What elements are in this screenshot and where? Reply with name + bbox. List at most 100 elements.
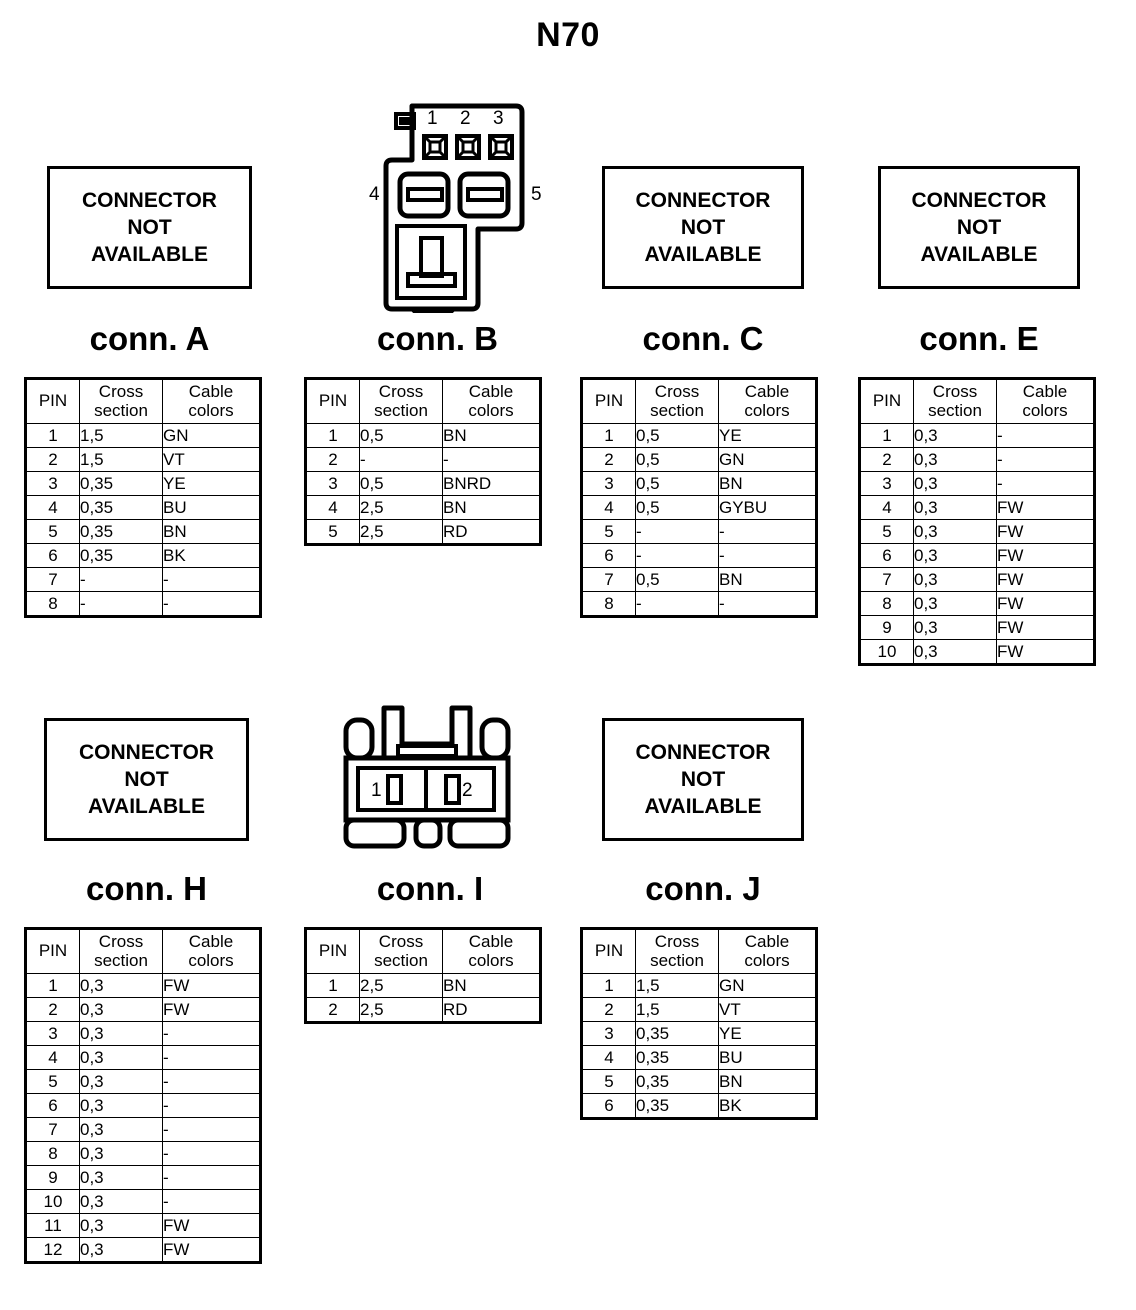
cross-section-cell: 0,35 (79, 519, 163, 545)
cable-colors-cell: FW (996, 543, 1095, 569)
cable-colors-cell: BN (718, 567, 817, 593)
cable-colors-cell: FW (162, 997, 261, 1023)
page-title: N70 (536, 16, 600, 54)
cable-colors-cell: - (162, 1069, 261, 1095)
table-header-row: PIN Cross section Cable colors (305, 377, 541, 425)
header-cable-colors-line2: colors (468, 400, 514, 420)
pin-cell: 2 (581, 997, 636, 1023)
cross-section-cell: 0,3 (913, 567, 997, 593)
cross-section-cell: 0,35 (635, 1069, 719, 1095)
cross-section-cell: - (635, 543, 719, 569)
connector-label-i: conn. I (376, 870, 484, 907)
header-cable-colors: Cable colors (162, 377, 261, 425)
table-row: 2-- (305, 447, 541, 473)
cable-colors-cell: BU (718, 1045, 817, 1071)
connector-i-pin-2: 2 (462, 780, 473, 801)
cross-section-cell: 0,3 (79, 1021, 163, 1047)
header-cross-section: Cross section (635, 927, 719, 975)
cross-section-cell: 0,35 (79, 495, 163, 521)
pin-cell: 7 (859, 567, 914, 593)
cna-line-1: CONNECTOR (635, 740, 771, 764)
cross-section-cell: 1,5 (635, 973, 719, 999)
cross-section-cell: 0,3 (79, 973, 163, 999)
cross-section-cell: 2,5 (359, 495, 443, 521)
header-cross-section-line1: Cross (654, 932, 700, 951)
connector-i-drawing: 1 2 (340, 702, 520, 862)
cross-section-cell: 0,3 (913, 471, 997, 497)
header-cable-colors-line1: Cable (744, 932, 790, 951)
header-cable-colors: Cable colors (442, 927, 541, 975)
pin-cell: 2 (305, 447, 360, 473)
table-header-row: PIN Cross section Cable colors (25, 927, 261, 975)
header-cross-section-line1: Cross (98, 932, 144, 951)
pin-cell: 4 (25, 1045, 80, 1071)
cable-colors-cell: BN (718, 1069, 817, 1095)
cable-colors-cell: BK (162, 543, 261, 569)
cable-colors-cell: RD (442, 519, 541, 546)
cross-section-cell: 0,5 (635, 471, 719, 497)
pin-cell: 1 (581, 423, 636, 449)
cna-line-2: NOT (680, 215, 726, 239)
cable-colors-cell: - (718, 591, 817, 618)
cross-section-cell: 1,5 (635, 997, 719, 1023)
header-cable-colors-line2: colors (468, 950, 514, 970)
cable-colors-cell: BN (442, 973, 541, 999)
header-cable-colors-line2: colors (188, 950, 234, 970)
cable-colors-cell: BN (162, 519, 261, 545)
pin-cell: 3 (305, 471, 360, 497)
pin-cell: 3 (25, 471, 80, 497)
cross-section-cell: 0,35 (79, 543, 163, 569)
header-cable-colors: Cable colors (442, 377, 541, 425)
cna-line-2: NOT (127, 215, 172, 239)
pin-cell: 5 (581, 1069, 636, 1095)
cross-section-cell: 1,5 (79, 423, 163, 449)
cable-colors-cell: - (996, 423, 1095, 449)
cable-colors-cell: YE (162, 471, 261, 497)
pin-cell: 9 (25, 1165, 80, 1191)
pin-cell: 2 (25, 997, 80, 1023)
cable-colors-cell: BN (718, 471, 817, 497)
cable-colors-cell: RD (442, 997, 541, 1024)
header-pin: PIN (859, 377, 914, 425)
cna-line-1: CONNECTOR (911, 188, 1047, 212)
header-pin: PIN (581, 377, 636, 425)
connector-b-pin-4: 4 (369, 184, 380, 205)
pin-cell: 5 (25, 519, 80, 545)
cross-section-cell: 0,3 (913, 423, 997, 449)
cable-colors-cell: - (162, 591, 261, 618)
pin-cell: 3 (581, 1021, 636, 1047)
cross-section-cell: 0,3 (913, 615, 997, 641)
pin-cell: 5 (581, 519, 636, 545)
header-cross-section-line2: section (374, 400, 428, 420)
connector-b-pin-5: 5 (531, 184, 542, 205)
header-cross-section: Cross section (913, 377, 997, 425)
cross-section-cell: 2,5 (359, 997, 443, 1024)
cable-colors-cell: - (162, 567, 261, 593)
